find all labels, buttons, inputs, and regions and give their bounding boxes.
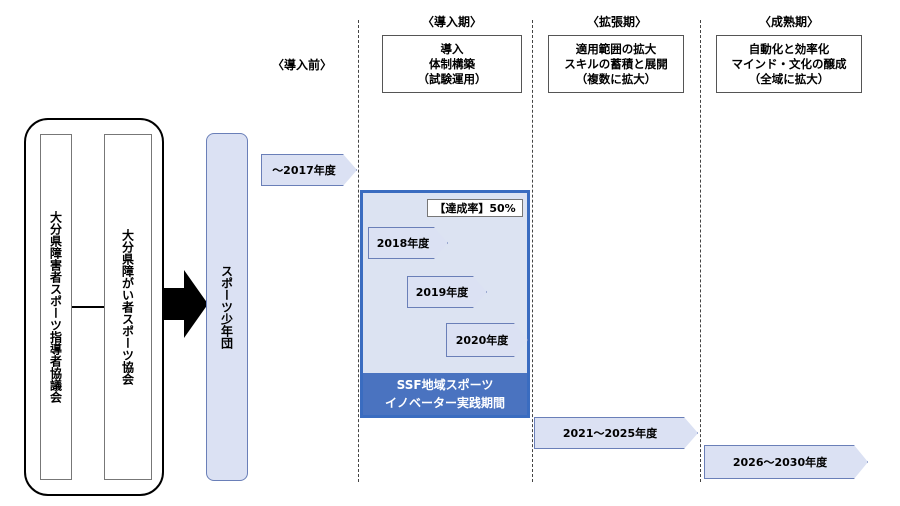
ssf-title-line-2: イノベーター実践期間 <box>384 396 505 410</box>
phase-divider-2 <box>532 20 533 482</box>
phase-divider-3 <box>700 20 701 482</box>
org-council: 大分県障害者スポーツ指導者協議会 <box>40 134 72 480</box>
big-right-arrow-icon <box>162 270 208 338</box>
phase-box-mature: 自動化と効率化 マインド・文化の醸成 （全域に拡大） <box>716 35 862 93</box>
phase-mature-line-1: 自動化と効率化 <box>748 41 830 56</box>
year-tag-2019: 2019年度 <box>407 276 487 308</box>
phase-intro-line-2: 体制構築 <box>429 56 475 71</box>
phase-heading-expand: 〈拡張期〉 <box>586 15 647 29</box>
phase-heading-intro: 〈導入期〉 <box>421 15 482 29</box>
year-tag-2020: 2020年度 <box>446 323 528 357</box>
year-tag-2018: 2018年度 <box>368 227 448 259</box>
phase-box-expand: 適用範囲の拡大 スキルの蓄積と展開 （複数に拡大） <box>548 35 684 93</box>
period-tag-mature: 2026～2030年度 <box>704 445 868 479</box>
phase-mature-line-3: （全域に拡大） <box>748 71 830 86</box>
phase-intro-line-1: 導入 <box>440 41 464 56</box>
ssf-practice-panel: 【達成率】50% SSF地域スポーツ イノベーター実践期間 <box>360 190 530 418</box>
org-association: 大分県障がい者スポーツ協会 <box>104 134 152 480</box>
ssf-title-line-1: SSF地域スポーツ <box>396 378 494 392</box>
phase-expand-line-3: （複数に拡大） <box>575 71 657 86</box>
period-tag-pre: ～2017年度 <box>261 154 357 186</box>
phase-expand-line-2: スキルの蓄積と展開 <box>564 56 668 71</box>
phase-divider-1 <box>358 20 359 482</box>
phase-box-intro: 導入 体制構築 （試験運用） <box>382 35 522 93</box>
phase-expand-line-1: 適用範囲の拡大 <box>575 41 657 56</box>
achievement-rate-badge: 【達成率】50% <box>427 199 523 217</box>
org-sports-club: スポーツ少年団 <box>206 133 248 481</box>
phase-intro-line-3: （試験運用） <box>417 71 487 86</box>
ssf-period-title: SSF地域スポーツ イノベーター実践期間 <box>363 373 527 415</box>
phase-heading-mature: 〈成熟期〉 <box>758 15 819 29</box>
period-tag-expand: 2021～2025年度 <box>534 417 698 449</box>
phase-heading-pre: 〈導入前〉 <box>271 58 332 72</box>
phase-mature-line-2: マインド・文化の醸成 <box>731 56 847 71</box>
organization-connector <box>72 306 104 308</box>
